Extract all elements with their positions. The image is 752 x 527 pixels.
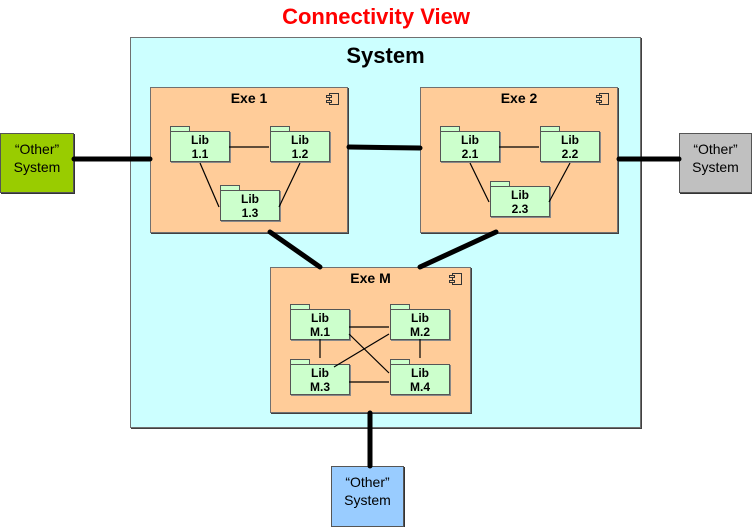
lib-id: M.1 <box>309 325 330 339</box>
lib-label: Lib <box>411 366 429 380</box>
connector-exe1-exem <box>267 229 323 270</box>
other-system-left-line1: “Other” <box>14 141 60 157</box>
lib-id: 1.3 <box>241 206 259 220</box>
other-system-right[interactable]: “Other” System <box>679 133 752 193</box>
other-system-right-line1: “Other” <box>693 141 738 157</box>
lib-id: 2.1 <box>461 147 479 161</box>
lib-label: Lib <box>461 133 479 147</box>
connector-exe1-exe2 <box>346 144 423 151</box>
lib-id: 1.2 <box>291 147 309 161</box>
lib-id: 2.3 <box>511 202 529 216</box>
component-icon <box>326 93 339 105</box>
connector-exe2-exem <box>417 229 499 270</box>
other-system-left[interactable]: “Other” System <box>0 133 74 193</box>
exe-m-label: Exe M <box>350 270 391 286</box>
lib-id: M.2 <box>409 325 430 339</box>
exe-1-label: Exe 1 <box>230 90 268 106</box>
lib-id: M.3 <box>309 380 330 394</box>
diagram-title: Connectivity View <box>282 4 470 29</box>
lib-label: Lib <box>311 311 329 325</box>
lib-label: Lib <box>191 133 209 147</box>
link-lib12-lib13 <box>278 162 301 208</box>
other-system-bottom-line1: “Other” <box>345 474 390 490</box>
lib-label: Lib <box>241 192 259 206</box>
exe-2-label: Exe 2 <box>500 90 538 106</box>
component-icon <box>449 273 462 285</box>
link-lib21-lib23 <box>469 162 490 203</box>
other-system-bottom[interactable]: “Other” System <box>331 466 404 527</box>
link-lib22-lib23 <box>548 162 571 203</box>
lib-label: Lib <box>291 133 309 147</box>
system-label: System <box>346 43 425 68</box>
lib-id: M.4 <box>409 380 430 394</box>
other-system-bottom-line2: System <box>344 492 391 508</box>
lib-id: 1.1 <box>191 147 209 161</box>
lib-id: 2.2 <box>561 147 579 161</box>
other-system-left-line2: System <box>13 159 61 175</box>
link-libm2-libm3 <box>333 333 390 368</box>
lib-label: Lib <box>411 311 429 325</box>
other-system-right-line2: System <box>692 159 739 175</box>
lib-label: Lib <box>561 133 579 147</box>
link-libm1-libm4 <box>348 333 390 374</box>
lib-label: Lib <box>511 188 529 202</box>
lib-label: Lib <box>311 366 329 380</box>
link-lib11-lib13 <box>199 162 220 208</box>
component-icon <box>596 93 609 105</box>
